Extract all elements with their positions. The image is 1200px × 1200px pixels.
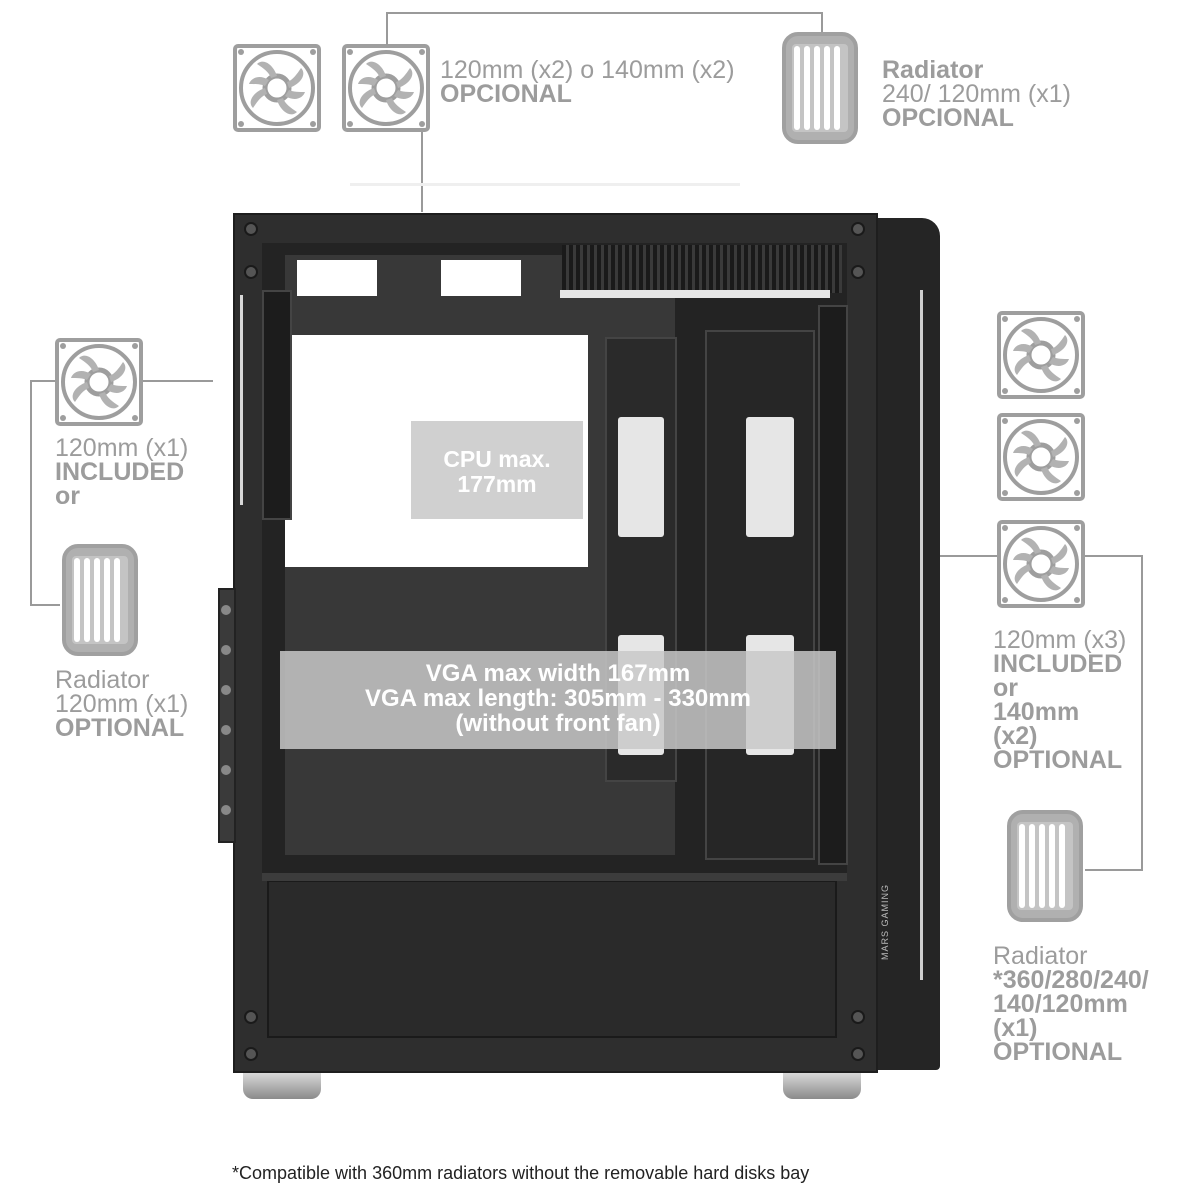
hdd-slot (746, 417, 794, 537)
screw-icon (244, 222, 258, 236)
left-fan-icon (55, 338, 143, 426)
screw-icon (221, 605, 231, 615)
top-vent-grille (562, 245, 842, 293)
drive-slot (618, 417, 664, 537)
cable-cutout-2 (441, 260, 521, 296)
right-radiator-label: Radiator *360/280/240/ 140/120mm (x1) OP… (993, 942, 1149, 1066)
brand-label: MARS GAMING (880, 883, 890, 960)
top-vent-bracket (560, 290, 830, 298)
cpu-clearance-label: CPU max. 177mm (411, 421, 583, 519)
top-connector-line (821, 12, 823, 32)
screw-icon (221, 685, 231, 695)
left-radiator-icon (60, 542, 140, 658)
right-connector-line (1085, 869, 1143, 871)
right-connector-line (925, 555, 997, 557)
left-connector-line (30, 380, 55, 382)
case-front-panel (876, 218, 940, 1070)
left-radiator-label: Radiator 120mm (x1) OPTIONAL (55, 666, 189, 742)
psu-shroud-edge (262, 873, 847, 881)
screw-icon (244, 1047, 258, 1061)
screw-icon (221, 765, 231, 775)
screw-icon (221, 645, 231, 655)
top-radiator-label: Radiator 240/ 120mm (x1) OPCIONAL (882, 56, 1071, 132)
top-fan-icon-2 (342, 44, 430, 132)
screw-icon (851, 1010, 865, 1024)
screw-icon (851, 265, 865, 279)
right-fan-icon-3 (997, 520, 1085, 608)
screw-icon (221, 805, 231, 815)
top-radiator-icon (780, 30, 860, 146)
left-connector-line (30, 380, 32, 606)
top-connector-line (386, 12, 823, 14)
front-light-strip (920, 290, 923, 980)
screw-icon (244, 1010, 258, 1024)
rear-light-strip (240, 295, 243, 505)
left-connector-line (143, 380, 213, 382)
top-fan-icon-1 (233, 44, 321, 132)
right-fan-icon-2 (997, 413, 1085, 501)
right-radiator-icon (1005, 808, 1085, 924)
vga-clearance-label: VGA max width 167mm VGA max length: 305m… (280, 651, 836, 749)
top-connector-line (421, 132, 423, 212)
right-connector-line (1085, 555, 1143, 557)
screw-icon (244, 265, 258, 279)
rear-fan-frame (262, 290, 292, 520)
screw-icon (221, 725, 231, 735)
right-fans-label: 120mm (x3) INCLUDED or 140mm (x2) OPTION… (993, 626, 1127, 774)
top-panel-edge (350, 183, 740, 186)
screw-icon (851, 222, 865, 236)
screw-icon (851, 1047, 865, 1061)
hdd-cage (705, 330, 815, 860)
case-foot (243, 1073, 321, 1099)
case-foot (783, 1073, 861, 1099)
right-connector-line (1141, 555, 1143, 871)
left-fan-label: 120mm (x1) INCLUDED or (55, 434, 189, 510)
footnote: *Compatible with 360mm radiators without… (232, 1163, 810, 1183)
right-fan-icon-1 (997, 311, 1085, 399)
front-fan-frame (818, 305, 848, 865)
cable-cutout-1 (297, 260, 377, 296)
left-connector-line (30, 604, 60, 606)
psu-shroud (267, 880, 837, 1038)
top-connector-line (386, 12, 388, 45)
top-fans-label: 120mm (x2) o 140mm (x2) OPCIONAL (440, 56, 735, 108)
